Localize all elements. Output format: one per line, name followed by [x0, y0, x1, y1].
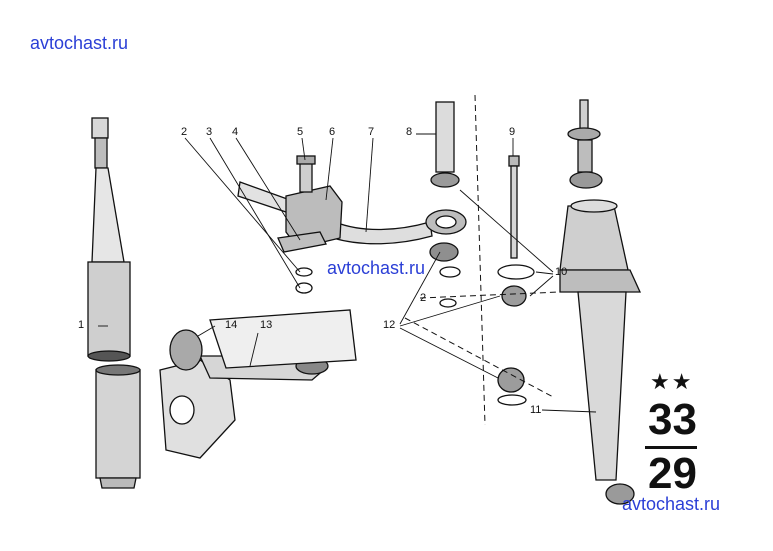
reference-lines [404, 94, 561, 426]
stars-mark: ★★ [650, 370, 694, 395]
callout-10: 10 [555, 266, 568, 278]
callout-9: 9 [509, 126, 516, 138]
group-number-sub: 29 [648, 449, 697, 498]
callout-2-secondary: 2 [420, 292, 427, 304]
callout-8: 8 [406, 126, 413, 138]
group-number-divider [645, 446, 697, 449]
watermark-bottom: avtochast.ru [622, 494, 721, 514]
watermark-top: avtochast.ru [30, 33, 129, 53]
control-arm-part-13 [159, 309, 357, 459]
callout-1: 1 [78, 319, 85, 331]
watermark-middle: avtochast.ru [327, 258, 426, 278]
leader-lines [98, 133, 597, 413]
shock-absorber-part-11 [559, 99, 642, 505]
callout-3: 3 [206, 126, 213, 138]
callout-13: 13 [260, 319, 273, 331]
callout-12: 12 [383, 319, 396, 331]
strut-insert-part-1 [87, 117, 141, 489]
callout-4: 4 [232, 126, 239, 138]
callout-14: 14 [225, 319, 238, 331]
callout-5: 5 [297, 126, 304, 138]
callout-7: 7 [368, 126, 375, 138]
group-number-main: 33 [648, 395, 697, 444]
sleeve-and-mounts-part-8 [425, 101, 467, 308]
bolt-assembly-part-9 [497, 155, 535, 406]
callout-2: 2 [181, 126, 188, 138]
callout-11: 11 [530, 404, 542, 416]
callout-6: 6 [329, 126, 336, 138]
